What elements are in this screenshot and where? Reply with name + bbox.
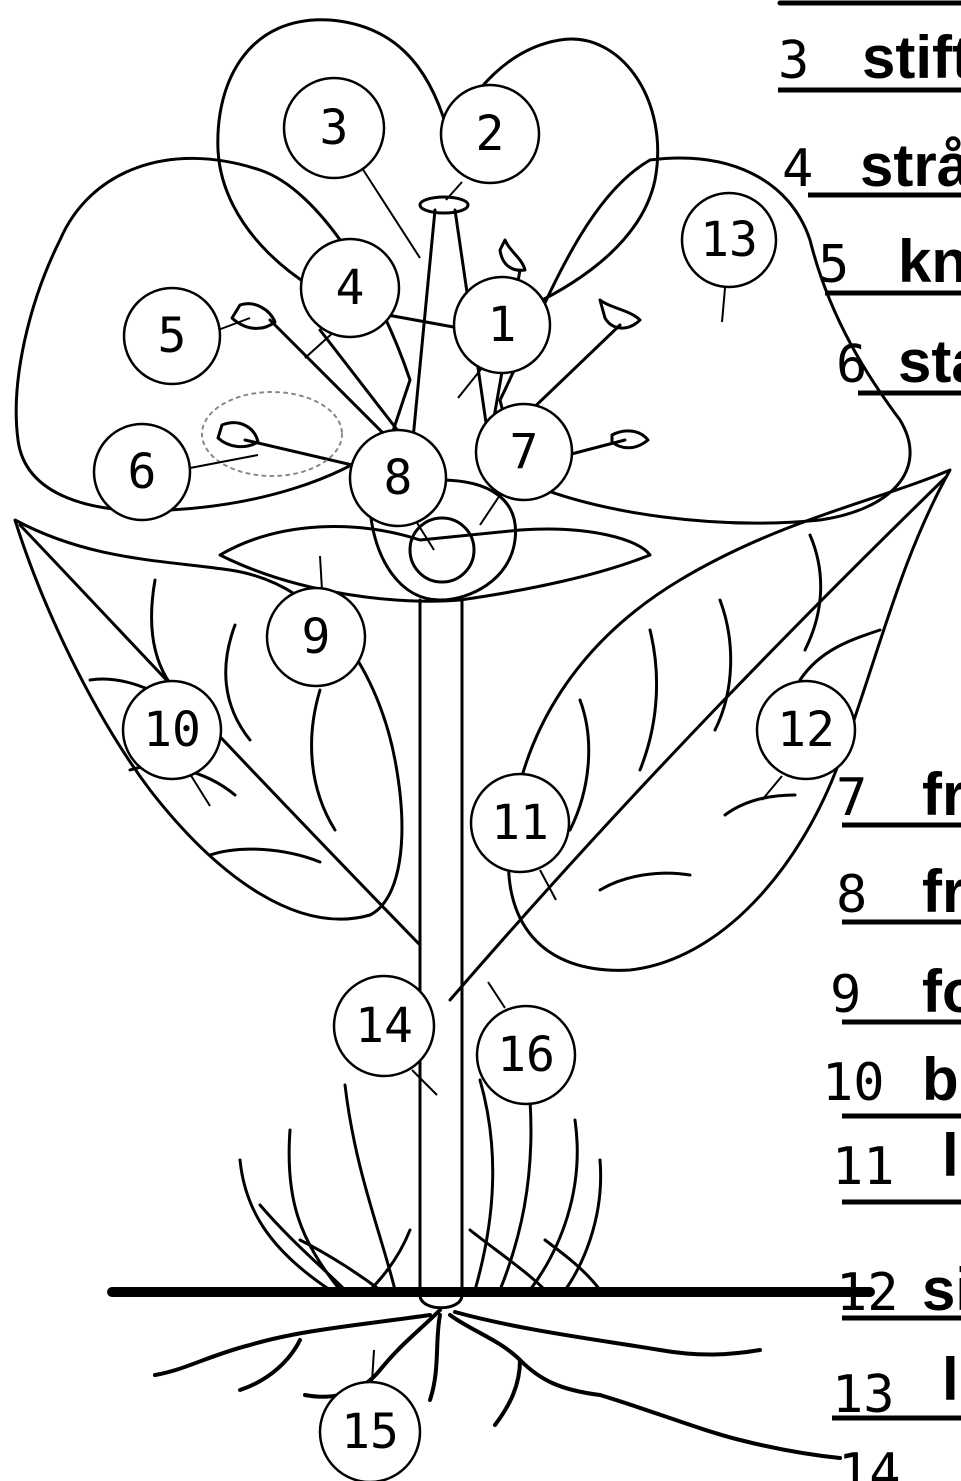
stem (420, 600, 462, 1308)
answer-row: 14 (838, 1443, 901, 1481)
label-bubble-16: 16 (497, 1027, 555, 1083)
label-bubble-5: 5 (158, 308, 187, 364)
svg-text:10: 10 (822, 1053, 885, 1113)
label-bubble-14: 14 (355, 998, 413, 1054)
label-bubble-10: 10 (143, 702, 201, 758)
anther (232, 304, 275, 329)
svg-text:fo: fo (922, 958, 961, 1025)
svg-text:fr: fr (922, 858, 961, 925)
svg-text:12: 12 (836, 1263, 899, 1323)
svg-text:fr: fr (922, 761, 961, 828)
label-bubble-8: 8 (384, 450, 413, 506)
svg-text:si: si (922, 1256, 961, 1323)
answer-row: 13 l (832, 1346, 961, 1425)
answer-row: 9 fo (830, 958, 961, 1025)
leaf-right (509, 470, 951, 970)
answer-row: 12 si (836, 1256, 961, 1323)
label-bubble-1: 1 (488, 297, 517, 353)
svg-text:kn: kn (898, 228, 961, 295)
answer-row: 6 sta (836, 328, 961, 395)
answer-row: 8 fr (836, 858, 961, 925)
svg-text:strå: strå (860, 132, 961, 199)
label-bubble-3: 3 (320, 100, 349, 156)
svg-text:6: 6 (836, 335, 867, 395)
label-bubble-12: 12 (777, 702, 835, 758)
svg-text:stift: stift (862, 24, 961, 91)
answer-row: 5 kn (818, 228, 961, 295)
svg-text:3: 3 (778, 31, 809, 91)
answer-row: 4 strå (782, 132, 961, 199)
answer-row: 7 fr (836, 761, 961, 828)
svg-text:9: 9 (830, 965, 861, 1025)
svg-text:b: b (922, 1046, 959, 1113)
answer-row: 3 stift (778, 24, 961, 91)
svg-text:7: 7 (836, 768, 867, 828)
svg-text:l: l (942, 1122, 959, 1189)
label-bubble-2: 2 (476, 106, 505, 162)
label-bubble-13: 13 (700, 212, 758, 268)
svg-text:sta: sta (898, 328, 961, 395)
label-bubble-4: 4 (336, 260, 365, 316)
svg-text:8: 8 (836, 865, 867, 925)
label-bubble-7: 7 (510, 424, 539, 480)
label-bubble-6: 6 (128, 444, 157, 500)
svg-text:11: 11 (832, 1137, 895, 1197)
svg-text:4: 4 (782, 139, 813, 199)
anther (612, 431, 648, 448)
svg-text:5: 5 (818, 235, 849, 295)
answer-row: 11 l (832, 1122, 961, 1202)
label-bubble-15: 15 (341, 1404, 399, 1460)
answer-row: 10 b (822, 1046, 961, 1116)
roots (155, 1310, 840, 1458)
svg-text:l: l (942, 1346, 959, 1413)
svg-text:14: 14 (838, 1443, 901, 1481)
label-bubble-11: 11 (491, 795, 549, 851)
stigma (420, 197, 468, 213)
sepal (220, 526, 650, 601)
label-bubble-9: 9 (302, 609, 331, 665)
anther (500, 240, 525, 270)
petal-top (218, 20, 658, 330)
